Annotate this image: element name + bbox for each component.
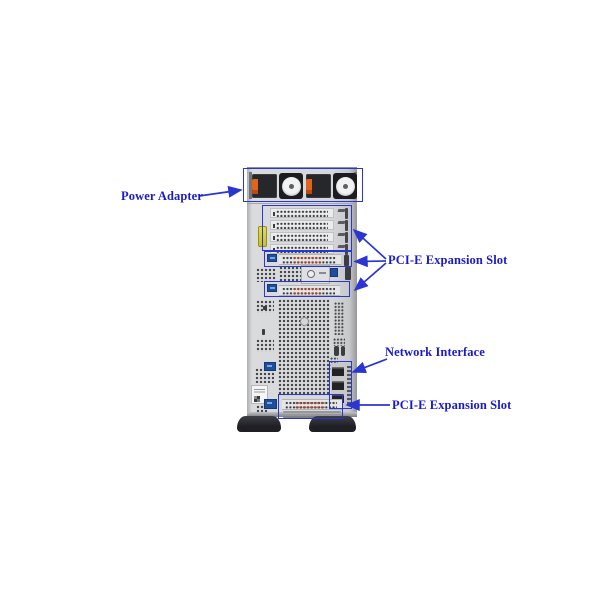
rj45-port-2 (332, 380, 344, 390)
rj45-port-3 (332, 393, 344, 403)
callout-box-power (243, 168, 363, 202)
stand-foot-right (309, 416, 356, 432)
base-slat (283, 413, 341, 417)
main-vent-grid (278, 299, 330, 396)
stand-foot-left (237, 416, 281, 432)
serial-port (330, 268, 338, 277)
connector-dark (345, 267, 351, 280)
vent-cluster (256, 268, 276, 282)
usb-port (267, 254, 277, 262)
screw-hole (300, 317, 309, 326)
arrow-pcie-riser2 (353, 262, 387, 292)
callout-box-riser2 (264, 281, 350, 297)
vent-cluster (255, 368, 274, 383)
port-pin (267, 402, 272, 404)
riser-slot-blank-2 (279, 284, 340, 296)
chassis-edge-left (248, 172, 252, 199)
slot-perforation-red (293, 286, 322, 296)
usb-slot (334, 346, 339, 356)
vent-cluster (279, 266, 301, 283)
callout-box-riser1 (264, 251, 352, 267)
vent-cluster (256, 339, 274, 352)
slot-latch-small (344, 255, 349, 266)
connector-dark (262, 329, 265, 335)
network-vent-strip (346, 366, 351, 406)
label-network-interface: Network Interface (385, 345, 485, 359)
fan-hub (288, 183, 294, 189)
arrow-pcie-slots (352, 228, 387, 260)
rj45-port-1 (332, 367, 344, 376)
label-pcie-expansion-bottom: PCI-E Expansion Slot (392, 398, 512, 412)
arrow-power-adapter (198, 185, 243, 198)
vent-cluster (256, 405, 268, 413)
slot-tick (272, 211, 275, 216)
label-power-adapter: Power Adapter (121, 189, 203, 203)
slot-tick (272, 223, 275, 228)
slot-perforation-red (293, 256, 323, 265)
slot-latch-2 (337, 219, 348, 231)
callout-box-slots (262, 205, 352, 251)
psu-clip-1 (251, 179, 258, 194)
bracket-marking (319, 272, 326, 274)
psu-fan-2 (333, 173, 357, 199)
psu-fan-1 (279, 173, 303, 199)
usb-port (267, 284, 277, 292)
slot-perforation (276, 210, 328, 218)
arrow-network-interface (351, 358, 388, 374)
slot-perforation (276, 234, 328, 242)
expansion-slot-blank-2 (270, 219, 334, 230)
base-slat (283, 410, 341, 414)
riser-slot-blank-1 (279, 254, 341, 265)
side-vent-strip (334, 302, 344, 335)
expansion-slot-blank-3 (270, 231, 334, 242)
expansion-slot-blank-1 (270, 207, 334, 218)
thumbscrew-icon (307, 270, 315, 278)
psu-clip-2 (305, 179, 312, 194)
io-bracket (301, 265, 330, 284)
usb-port (264, 399, 277, 409)
fan-hub (342, 183, 348, 189)
riser-slot-blank-bottom (282, 399, 342, 410)
slot-latch-3 (337, 231, 348, 243)
callout-box-network (329, 361, 352, 409)
slot-latch-4 (337, 243, 348, 255)
slot-latch-1 (337, 207, 348, 219)
label-pcie-expansion-top: PCI-E Expansion Slot (388, 253, 508, 267)
slot-tick (272, 235, 275, 240)
panel-seam (247, 203, 357, 204)
side-vent-strip (333, 338, 345, 346)
usb-slot (340, 346, 345, 356)
service-tag-sticker (251, 385, 268, 404)
usb-port (264, 362, 276, 371)
connector-dark (263, 306, 267, 310)
callout-box-bottom-slot (278, 394, 343, 419)
port-pin (270, 257, 275, 259)
arrow-pcie-riser1 (353, 255, 387, 268)
slot-perforation (276, 222, 328, 230)
port-pin (267, 365, 272, 367)
port-pin (270, 287, 275, 289)
slot-tick (272, 247, 275, 252)
slot-perforation-red (295, 401, 325, 410)
